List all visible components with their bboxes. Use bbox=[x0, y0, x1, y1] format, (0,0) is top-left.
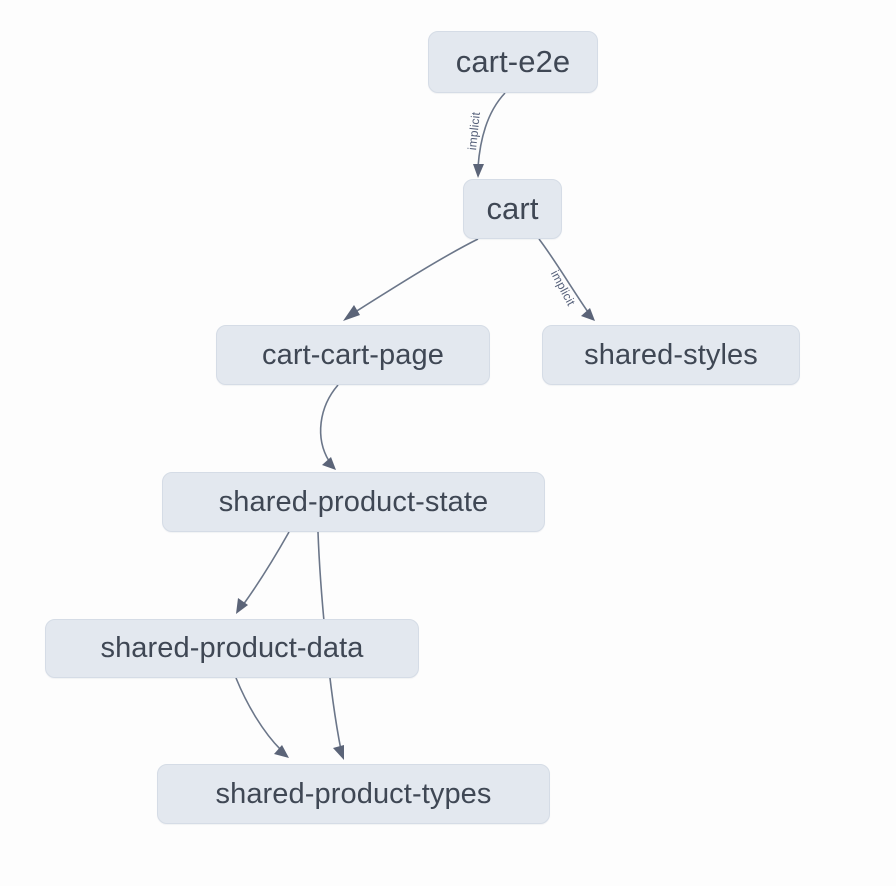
graph-node-label: shared-product-state bbox=[218, 485, 489, 518]
graph-node-shared-product-types[interactable]: shared-product-types bbox=[157, 764, 550, 824]
edge-arrowhead-icon bbox=[473, 164, 484, 178]
graph-node-shared-product-data[interactable]: shared-product-data bbox=[45, 619, 419, 678]
graph-edge bbox=[236, 531, 290, 614]
edge-arrowhead-icon bbox=[274, 745, 289, 758]
graph-node-label: cart bbox=[486, 191, 539, 226]
graph-node-label: shared-product-data bbox=[100, 632, 364, 664]
graph-edge bbox=[235, 677, 289, 758]
edge-arrowhead-icon bbox=[333, 745, 344, 760]
edge-arrowhead-icon bbox=[236, 598, 248, 614]
edge-arrowhead-icon bbox=[581, 308, 595, 321]
graph-node-label: shared-product-types bbox=[215, 777, 492, 810]
edge-line bbox=[351, 238, 479, 315]
edge-line bbox=[477, 92, 506, 168]
graph-edge bbox=[343, 238, 479, 321]
edge-label: implicit bbox=[465, 111, 483, 151]
edge-line bbox=[242, 531, 290, 606]
graph-node-cart-cart-page[interactable]: cart-cart-page bbox=[216, 325, 490, 385]
edge-line bbox=[319, 384, 339, 462]
graph-node-cart[interactable]: cart bbox=[463, 179, 562, 239]
edge-line bbox=[235, 677, 282, 751]
edge-label: implicit bbox=[547, 267, 579, 309]
graph-node-shared-styles[interactable]: shared-styles bbox=[542, 325, 800, 385]
edge-arrowhead-icon bbox=[343, 305, 360, 321]
graph-node-shared-product-state[interactable]: shared-product-state bbox=[162, 472, 545, 532]
graph-node-label: cart-cart-page bbox=[262, 338, 444, 371]
graph-edge bbox=[319, 384, 339, 470]
graph-node-label: cart-e2e bbox=[455, 44, 571, 79]
graph-node-label: shared-styles bbox=[584, 338, 758, 371]
graph-node-cart-e2e[interactable]: cart-e2e bbox=[428, 31, 598, 93]
edge-arrowhead-icon bbox=[322, 457, 336, 470]
